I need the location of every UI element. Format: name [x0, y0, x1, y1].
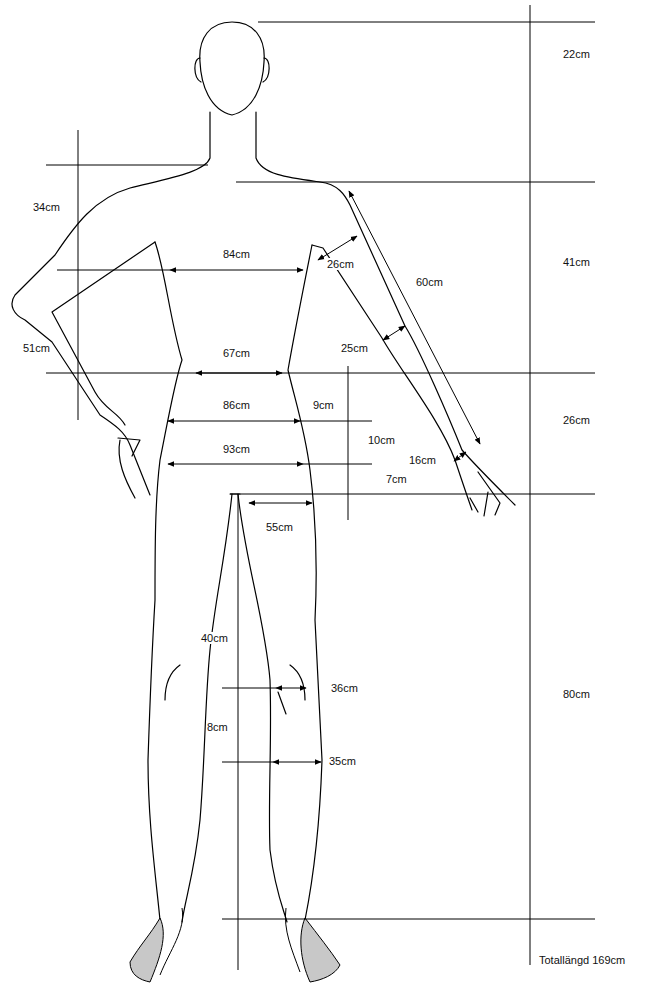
- dimension-label: 26cm: [562, 414, 591, 426]
- dimension-label: 51cm: [22, 342, 51, 354]
- dimension-label: 16cm: [408, 454, 437, 466]
- dimension-label: 26cm: [326, 258, 355, 270]
- dimension-label: Totallängd 169cm: [538, 954, 626, 966]
- dimension-label: 41cm: [562, 256, 591, 268]
- dimension-label: 55cm: [265, 521, 294, 533]
- dimension-label: 80cm: [562, 688, 591, 700]
- dimension-label: 60cm: [415, 276, 444, 288]
- dimension-label: 9cm: [312, 399, 335, 411]
- dimension-label: 10cm: [367, 434, 396, 446]
- dimension-label: 86cm: [222, 399, 251, 411]
- dimension-label: 36cm: [330, 682, 359, 694]
- dimension-label: 22cm: [562, 48, 591, 60]
- dimension-label: 7cm: [385, 473, 408, 485]
- dimension-label: 25cm: [340, 342, 369, 354]
- dimension-label: 67cm: [222, 347, 251, 359]
- dimension-label: 34cm: [32, 201, 61, 213]
- dimension-label: 35cm: [328, 755, 357, 767]
- dimension-label: 84cm: [222, 248, 251, 260]
- dimension-label: 93cm: [222, 443, 251, 455]
- dimension-label: 8cm: [206, 721, 229, 733]
- dimension-label: 40cm: [200, 632, 229, 644]
